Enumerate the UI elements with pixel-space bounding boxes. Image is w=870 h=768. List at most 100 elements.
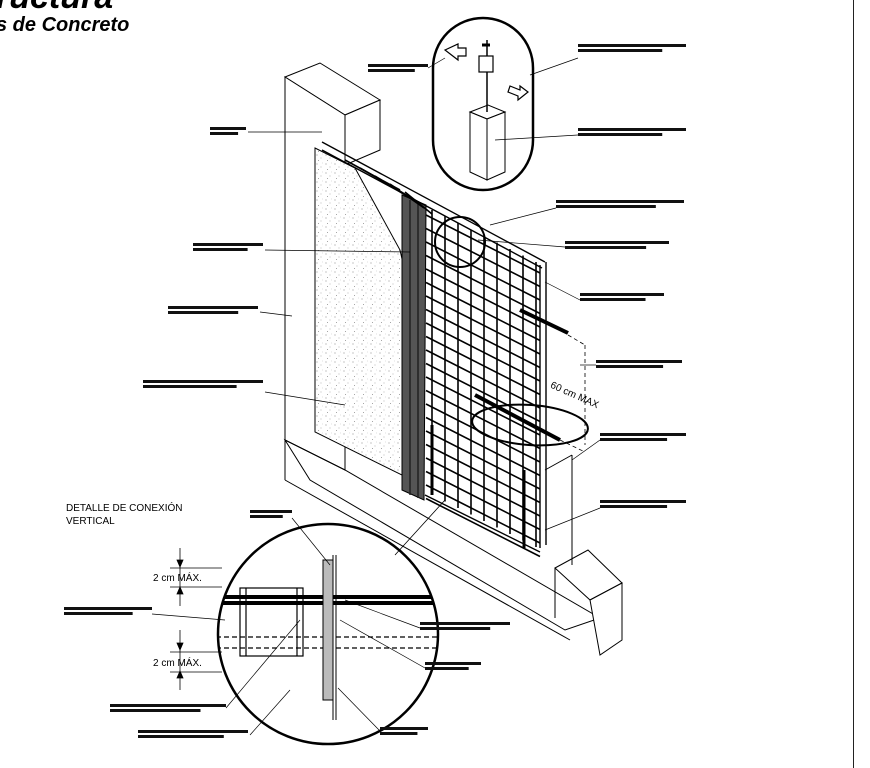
redacted-label-bar bbox=[420, 622, 510, 625]
dim-2cm-arrows bbox=[170, 548, 222, 690]
mesh-horizontal-bar bbox=[425, 349, 541, 409]
label-leader-line bbox=[291, 517, 331, 566]
mesh-horizontal-bar bbox=[425, 362, 541, 423]
mesh-horizontal-bar bbox=[425, 227, 541, 288]
label-leader-line bbox=[344, 599, 421, 629]
mesh-horizontal-bar bbox=[425, 281, 541, 342]
label-leader-line bbox=[427, 57, 446, 69]
label-leader-line bbox=[339, 619, 426, 669]
redacted-label-bar bbox=[250, 510, 292, 513]
redacted-label-bar bbox=[138, 730, 248, 733]
redacted-label-bar bbox=[578, 49, 663, 52]
label-leader-line bbox=[544, 281, 581, 301]
label-leader-line bbox=[477, 239, 566, 248]
mesh-horizontal-bar bbox=[425, 389, 541, 450]
label-leader-line bbox=[151, 613, 226, 621]
detail-pointer-line bbox=[394, 499, 446, 556]
redacted-label-bar bbox=[420, 627, 491, 630]
redacted-label-bar bbox=[64, 607, 152, 610]
label-leader-line bbox=[337, 687, 381, 732]
mesh-top-strand bbox=[404, 191, 433, 215]
redacted-label-bar bbox=[556, 205, 656, 208]
redacted-label-bar bbox=[580, 298, 646, 301]
mesh-horizontal-bar bbox=[425, 322, 541, 382]
redacted-label-bar bbox=[210, 132, 239, 135]
redacted-label-bar bbox=[556, 200, 684, 203]
redacted-label-bar bbox=[143, 385, 237, 388]
mesh-horizontal-bar bbox=[425, 335, 541, 396]
label-leader-line bbox=[225, 619, 301, 709]
redacted-label-bar bbox=[210, 127, 246, 130]
label-leader-line bbox=[529, 57, 579, 76]
redacted-label-bar bbox=[250, 515, 283, 518]
detail-heading: DETALLE DE CONEXIÓN VERTICAL bbox=[66, 503, 183, 527]
redacted-label-bar bbox=[380, 727, 428, 730]
dim-bottom-label: 2 cm MÁX. bbox=[153, 658, 202, 669]
label-leader-line bbox=[259, 311, 293, 317]
drawing-title: ructura bbox=[0, 0, 113, 17]
redacted-label-bar bbox=[193, 243, 263, 246]
mesh-horizontal-bar bbox=[425, 295, 541, 355]
tube-inset bbox=[431, 16, 535, 192]
concrete-face-speckled bbox=[314, 147, 413, 481]
connector-bars bbox=[474, 308, 569, 442]
anchor-bars bbox=[430, 425, 526, 548]
redacted-label-bar bbox=[425, 667, 469, 670]
mesh-horizontal-bar bbox=[425, 308, 541, 369]
redacted-label-bar bbox=[168, 311, 239, 314]
mesh-horizontal-bar bbox=[425, 416, 541, 477]
mesh-horizontal-bar bbox=[425, 443, 541, 504]
redacted-label-bar bbox=[110, 704, 226, 707]
dim-top-label: 2 cm MÁX. bbox=[153, 573, 202, 584]
mesh-horizontal-bar bbox=[425, 376, 541, 436]
connector-highlight-ellipse bbox=[471, 403, 589, 447]
redacted-label-bar bbox=[193, 248, 248, 251]
label-leader-line bbox=[264, 391, 346, 406]
redacted-label-bar bbox=[600, 433, 686, 436]
sheet-border-line bbox=[853, 0, 854, 768]
mesh-horizontal-bar bbox=[425, 470, 541, 531]
redacted-label-bar bbox=[138, 735, 224, 738]
redacted-label-bar bbox=[600, 505, 668, 508]
redacted-label-bar bbox=[578, 44, 686, 47]
label-leader-line bbox=[494, 134, 579, 141]
redacted-label-bar bbox=[110, 709, 201, 712]
redacted-label-bar bbox=[578, 128, 686, 131]
redacted-label-bar bbox=[380, 732, 418, 735]
mesh-horizontal-bar bbox=[425, 268, 541, 328]
redacted-label-bar bbox=[600, 500, 686, 503]
redacted-label-bar bbox=[425, 662, 481, 665]
redacted-label-bar bbox=[143, 380, 263, 383]
mesh-horizontal-bar bbox=[425, 497, 541, 558]
mesh-horizontal-bar bbox=[425, 430, 541, 490]
redacted-label-bar bbox=[368, 64, 428, 67]
mesh-horizontal-bar bbox=[425, 214, 541, 274]
redacted-label-bar bbox=[565, 246, 647, 249]
label-leader-line bbox=[264, 249, 411, 253]
label-leader-line bbox=[544, 507, 601, 531]
mesh-horizontal-bar bbox=[425, 241, 541, 301]
connection-detail-circle bbox=[216, 522, 440, 746]
redacted-label-bar bbox=[168, 306, 258, 309]
redacted-label-bar bbox=[600, 438, 668, 441]
mesh-horizontal-bar bbox=[425, 254, 541, 315]
mesh-horizontal-bar bbox=[425, 457, 541, 517]
redacted-label-bar bbox=[596, 365, 664, 368]
label-leader-line bbox=[489, 207, 557, 226]
redacted-label-bar bbox=[578, 133, 663, 136]
redacted-label-bar bbox=[580, 293, 664, 296]
label-leader-line bbox=[571, 439, 601, 461]
drawing-subtitle: s de Concreto bbox=[0, 14, 130, 36]
redacted-labels bbox=[64, 44, 686, 738]
redacted-label-bar bbox=[64, 612, 133, 615]
redacted-label-bar bbox=[596, 360, 682, 363]
mesh-horizontal-bar bbox=[425, 484, 541, 544]
dimension-60-leader bbox=[559, 334, 586, 453]
mesh-detail-circle bbox=[434, 216, 486, 268]
label-leader-line bbox=[249, 689, 291, 736]
steel-column bbox=[401, 194, 427, 501]
redacted-label-bar bbox=[565, 241, 669, 244]
redacted-label-bar bbox=[368, 69, 415, 72]
